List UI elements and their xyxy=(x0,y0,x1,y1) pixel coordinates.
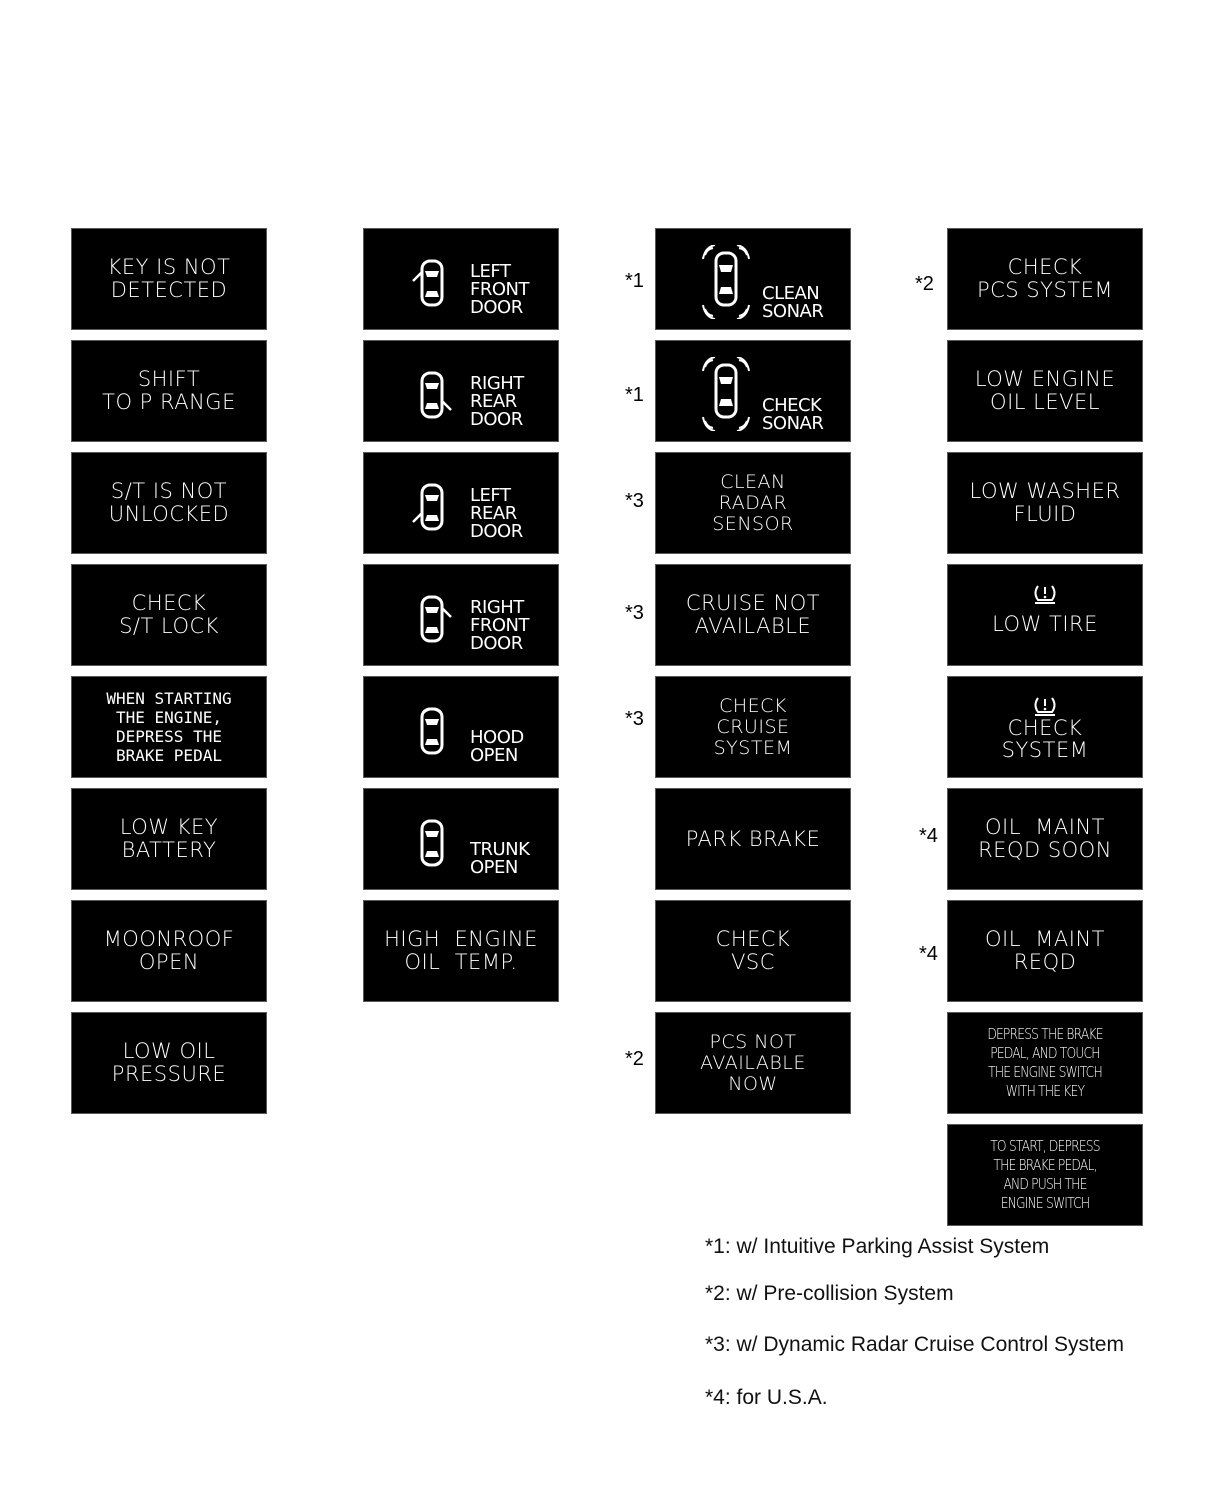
footnote-4: *4: for U.S.A. xyxy=(705,1386,828,1409)
message-text: CHECK S/T LOCK xyxy=(119,591,219,638)
car-trunk-open-icon xyxy=(420,819,444,867)
footnote-marker: *3 xyxy=(625,708,644,730)
message-text: CHECK PCS SYSTEM xyxy=(976,255,1114,302)
message-oil-maint-reqd-soon: OIL MAINT REQD SOON xyxy=(947,788,1143,890)
message-text: LOW TIRE xyxy=(992,612,1098,636)
message-text: DEPRESS THE BRAKE PEDAL, AND TOUCH THE E… xyxy=(987,1025,1103,1100)
message-to-start-depress-brake: TO START, DEPRESS THE BRAKE PEDAL, AND P… xyxy=(947,1124,1143,1226)
message-low-washer-fluid: LOW WASHER FLUID xyxy=(947,452,1143,554)
message-check-vsc: CHECK VSC xyxy=(655,900,851,1002)
message-text: KEY IS NOT DETECTED xyxy=(107,255,231,302)
message-text: CHECK SYSTEM xyxy=(1001,716,1089,762)
message-right-front-door: RIGHT FRONT DOOR xyxy=(363,564,559,666)
sonar-label: CHECK SONAR xyxy=(762,395,824,434)
door-label: TRUNK OPEN xyxy=(470,839,530,878)
message-text: PARK BRAKE xyxy=(685,826,821,851)
message-key-not-detected: KEY IS NOT DETECTED xyxy=(71,228,267,330)
message-text: WHEN STARTING THE ENGINE, DEPRESS THE BR… xyxy=(106,689,232,765)
message-text: MOONROOF OPEN xyxy=(103,927,235,974)
tire-pressure-icon xyxy=(1034,585,1056,604)
message-text: PCS NOT AVAILABLE NOW xyxy=(700,1030,806,1095)
footnote-1: *1: w/ Intuitive Parking Assist System xyxy=(705,1235,1050,1258)
message-low-key-battery: LOW KEY BATTERY xyxy=(71,788,267,890)
message-check-tire-system: CHECK SYSTEM xyxy=(947,676,1143,778)
footnote-marker: *2 xyxy=(625,1048,644,1070)
message-depress-brake-touch-switch: DEPRESS THE BRAKE PEDAL, AND TOUCH THE E… xyxy=(947,1012,1143,1114)
car-right-front-door-open-icon xyxy=(420,595,452,643)
message-trunk-open: TRUNK OPEN xyxy=(363,788,559,890)
message-text: CHECK CRUISE SYSTEM xyxy=(713,694,793,759)
message-text: SHIFT TO P RANGE xyxy=(102,367,236,414)
message-text: S/T IS NOT UNLOCKED xyxy=(108,479,230,526)
footnote-marker: *1 xyxy=(625,384,644,406)
footnote-marker: *4 xyxy=(919,943,938,965)
message-check-cruise-system: CHECK CRUISE SYSTEM xyxy=(655,676,851,778)
parking-sonar-icon xyxy=(702,357,750,431)
message-text: OIL MAINT REQD xyxy=(985,927,1105,974)
message-clean-radar-sensor: CLEAN RADAR SENSOR xyxy=(655,452,851,554)
footnote-marker: *3 xyxy=(625,602,644,624)
message-left-rear-door: LEFT REAR DOOR xyxy=(363,452,559,554)
tire-pressure-icon xyxy=(1034,697,1056,716)
message-left-front-door: LEFT FRONT DOOR xyxy=(363,228,559,330)
door-label: LEFT FRONT DOOR xyxy=(470,261,530,318)
door-label: HOOD OPEN xyxy=(470,727,524,766)
footnote-marker: *2 xyxy=(915,273,934,295)
footnote-marker: *3 xyxy=(625,490,644,512)
message-text: TO START, DEPRESS THE BRAKE PEDAL, AND P… xyxy=(990,1137,1100,1212)
car-right-rear-door-open-icon xyxy=(420,371,452,419)
message-pcs-not-available-now: PCS NOT AVAILABLE NOW xyxy=(655,1012,851,1114)
message-text: CLEAN RADAR SENSOR xyxy=(712,470,794,535)
car-left-front-door-open-icon xyxy=(412,259,444,307)
sonar-label: CLEAN SONAR xyxy=(762,283,824,322)
message-text: CHECK VSC xyxy=(715,927,791,974)
door-label: LEFT REAR DOOR xyxy=(470,485,523,542)
message-cruise-not-available: CRUISE NOT AVAILABLE xyxy=(655,564,851,666)
door-label: RIGHT FRONT DOOR xyxy=(470,597,530,654)
message-when-starting-engine: WHEN STARTING THE ENGINE, DEPRESS THE BR… xyxy=(71,676,267,778)
message-text: LOW KEY BATTERY xyxy=(119,815,219,862)
message-st-not-unlocked: S/T IS NOT UNLOCKED xyxy=(71,452,267,554)
message-text: CRUISE NOT AVAILABLE xyxy=(685,591,821,638)
message-check-st-lock: CHECK S/T LOCK xyxy=(71,564,267,666)
message-low-oil-pressure: LOW OIL PRESSURE xyxy=(71,1012,267,1114)
car-left-rear-door-open-icon xyxy=(412,483,444,531)
footnote-marker: *1 xyxy=(625,270,644,292)
message-clean-sonar: CLEAN SONAR xyxy=(655,228,851,330)
message-shift-to-p-range: SHIFT TO P RANGE xyxy=(71,340,267,442)
message-text: LOW OIL PRESSURE xyxy=(111,1039,227,1086)
message-high-engine-oil-temp: HIGH ENGINE OIL TEMP. xyxy=(363,900,559,1002)
message-hood-open: HOOD OPEN xyxy=(363,676,559,778)
message-moonroof-open: MOONROOF OPEN xyxy=(71,900,267,1002)
message-text: OIL MAINT REQD SOON xyxy=(978,815,1112,862)
car-hood-open-icon xyxy=(420,707,444,755)
message-check-sonar: CHECK SONAR xyxy=(655,340,851,442)
message-low-tire: LOW TIRE xyxy=(947,564,1143,666)
message-right-rear-door: RIGHT REAR DOOR xyxy=(363,340,559,442)
parking-sonar-icon xyxy=(702,245,750,319)
door-label: RIGHT REAR DOOR xyxy=(470,373,524,430)
message-oil-maint-reqd: OIL MAINT REQD xyxy=(947,900,1143,1002)
message-check-pcs-system: CHECK PCS SYSTEM xyxy=(947,228,1143,330)
footnote-2: *2: w/ Pre-collision System xyxy=(705,1282,954,1305)
message-park-brake: PARK BRAKE xyxy=(655,788,851,890)
message-text: LOW ENGINE OIL LEVEL xyxy=(974,367,1116,414)
message-low-engine-oil-level: LOW ENGINE OIL LEVEL xyxy=(947,340,1143,442)
message-text: LOW WASHER FLUID xyxy=(969,479,1121,526)
footnote-marker: *4 xyxy=(919,825,938,847)
message-text: HIGH ENGINE OIL TEMP. xyxy=(384,927,538,974)
footnote-3: *3: w/ Dynamic Radar Cruise Control Syst… xyxy=(705,1333,1124,1356)
